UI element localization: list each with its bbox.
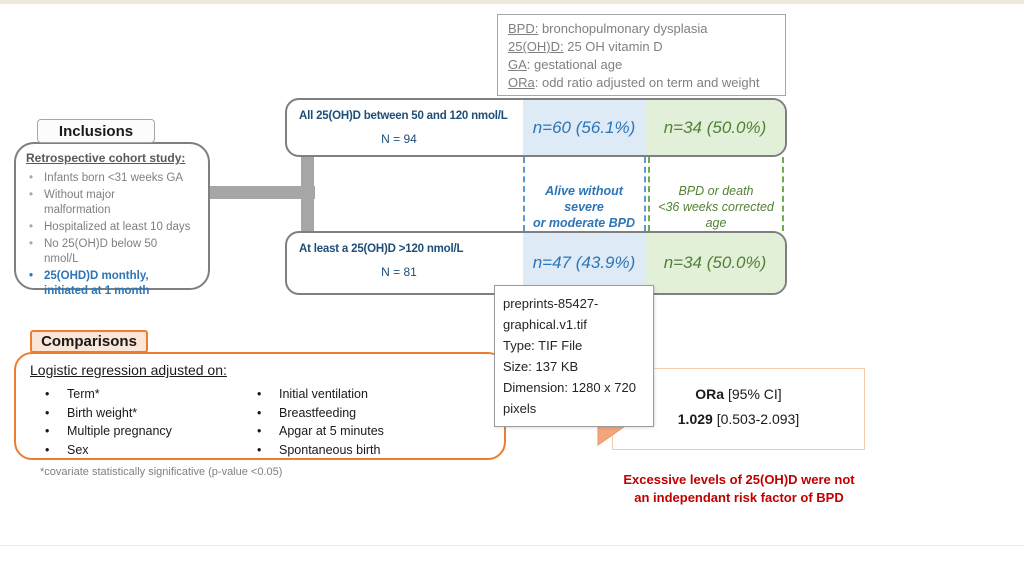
list-item: Breastfeeding bbox=[254, 404, 384, 423]
legend-definition: : odd ratio adjusted on term and weight bbox=[534, 75, 760, 90]
flow-box-normal-range: All 25(OH)D between 50 and 120 nmol/L N … bbox=[285, 98, 787, 157]
bullet-icon bbox=[42, 441, 67, 460]
tooltip-type: Type: TIF File bbox=[503, 338, 583, 353]
flow-box-title: All 25(OH)D between 50 and 120 nmol/L bbox=[299, 110, 508, 122]
comparisons-right-column: Initial ventilation Breastfeeding Apgar … bbox=[254, 385, 384, 459]
tooltip-dimension: Dimension: 1280 x 720 pixels bbox=[503, 380, 636, 416]
list-item: No 25(OH)D below 50 nmol/L bbox=[26, 237, 200, 267]
bullet-icon bbox=[254, 404, 279, 423]
list-item: Multiple pregnancy bbox=[42, 422, 172, 441]
legend-line-25ohd: 25(OH)D: 25 OH vitamin D bbox=[508, 38, 775, 56]
file-tooltip: preprints-85427-graphical.v1.tif Type: T… bbox=[494, 285, 654, 427]
flow-box-title: At least a 25(OH)D >120 nmol/L bbox=[299, 243, 464, 255]
bullet-icon bbox=[26, 188, 44, 218]
tooltip-filename: preprints-85427-graphical.v1.tif bbox=[503, 296, 599, 332]
legend-line-ga: GA: gestational age bbox=[508, 56, 775, 74]
alive-value: n=60 (56.1%) bbox=[532, 117, 636, 137]
legend-line-bpd: BPD: bronchopulmonary dysplasia bbox=[508, 20, 775, 38]
odds-ratio-header: ORa [95% CI] bbox=[695, 386, 782, 402]
list-item: Birth weight* bbox=[42, 404, 172, 423]
bullet-icon bbox=[26, 220, 44, 235]
bullet-icon bbox=[42, 404, 67, 423]
list-item-highlight: 25(OHD)D monthly, initiated at 1 month bbox=[26, 269, 200, 299]
legend-abbr: BPD: bbox=[508, 21, 539, 36]
flow-box-high-range: At least a 25(OH)D >120 nmol/L N = 81 n=… bbox=[285, 231, 787, 295]
legend-abbr: GA bbox=[508, 57, 527, 72]
top-edge-strip bbox=[0, 0, 1024, 4]
list-item: Hospitalized at least 10 days bbox=[26, 220, 200, 235]
bullet-icon bbox=[254, 422, 279, 441]
list-item: Apgar at 5 minutes bbox=[254, 422, 384, 441]
legend-definition: 25 OH vitamin D bbox=[563, 39, 663, 54]
bullet-icon bbox=[26, 171, 44, 186]
bullet-icon bbox=[254, 385, 279, 404]
inclusions-panel: Retrospective cohort study: Infants born… bbox=[14, 142, 210, 297]
list-item: Without major malformation bbox=[26, 188, 200, 218]
list-item: Sex bbox=[42, 441, 172, 460]
list-item: Spontaneous birth bbox=[254, 441, 384, 460]
bullet-icon bbox=[26, 237, 44, 267]
comparisons-title: Comparisons bbox=[30, 330, 148, 353]
connector-vertical-bar bbox=[301, 155, 314, 233]
list-item: Infants born <31 weeks GA bbox=[26, 171, 200, 186]
dashed-line-blue-left bbox=[523, 157, 525, 231]
legend-definition: : gestational age bbox=[526, 57, 623, 72]
list-item: Term* bbox=[42, 385, 172, 404]
inclusions-heading: Retrospective cohort study: bbox=[26, 151, 186, 165]
dashed-line-blue-right bbox=[644, 157, 646, 231]
bullet-icon bbox=[26, 269, 44, 299]
tooltip-size: Size: 137 KB bbox=[503, 359, 579, 374]
bpd-cell-row2: n=34 (50.0%) bbox=[645, 233, 785, 293]
legend-abbr: 25(OH)D: bbox=[508, 39, 564, 54]
conclusion-text: Excessive levels of 25(OH)D were not an … bbox=[623, 472, 855, 505]
comparisons-heading: Logistic regression adjusted on: bbox=[30, 362, 227, 378]
bpd-value: n=34 (50.0%) bbox=[663, 253, 767, 272]
list-item: Initial ventilation bbox=[254, 385, 384, 404]
odds-ratio-value: 1.029 [0.503-2.093] bbox=[677, 411, 800, 427]
alive-value: n=47 (43.9%) bbox=[532, 253, 636, 272]
page-divider bbox=[0, 545, 1024, 546]
bullet-icon bbox=[42, 422, 67, 441]
connector-horizontal-bar bbox=[205, 186, 315, 199]
bullet-icon bbox=[42, 385, 67, 404]
comparisons-panel: Logistic regression adjusted on: Term* B… bbox=[14, 352, 506, 460]
alive-cell-row1: n=60 (56.1%) bbox=[523, 100, 645, 155]
outcome-label-bpd: BPD or death <36 weeks corrected age bbox=[658, 184, 774, 230]
outcome-label-alive: Alive without severe or moderate BPD bbox=[532, 184, 636, 230]
bullet-icon bbox=[254, 441, 279, 460]
inclusions-list: Infants born <31 weeks GA Without major … bbox=[26, 171, 200, 299]
alive-cell-row2: n=47 (43.9%) bbox=[523, 233, 645, 293]
abbreviation-legend: BPD: bronchopulmonary dysplasia 25(OH)D:… bbox=[497, 14, 786, 96]
inclusions-title: Inclusions bbox=[37, 119, 155, 143]
bpd-value: n=34 (50.0%) bbox=[663, 117, 767, 137]
dashed-line-green-left bbox=[648, 157, 650, 231]
covariate-footnote: *covariate statistically significative (… bbox=[40, 466, 283, 478]
bpd-cell-row1: n=34 (50.0%) bbox=[645, 100, 785, 155]
legend-line-ora: ORa: odd ratio adjusted on term and weig… bbox=[508, 74, 775, 92]
legend-abbr: ORa bbox=[508, 75, 535, 90]
flow-box-count: N = 94 bbox=[381, 132, 417, 146]
odds-ratio-box: ORa [95% CI] 1.029 [0.503-2.093] bbox=[612, 368, 865, 450]
flow-box-count: N = 81 bbox=[381, 265, 417, 279]
legend-definition: bronchopulmonary dysplasia bbox=[538, 21, 708, 36]
dashed-line-green-right bbox=[782, 157, 784, 231]
comparisons-left-column: Term* Birth weight* Multiple pregnancy S… bbox=[42, 385, 172, 459]
